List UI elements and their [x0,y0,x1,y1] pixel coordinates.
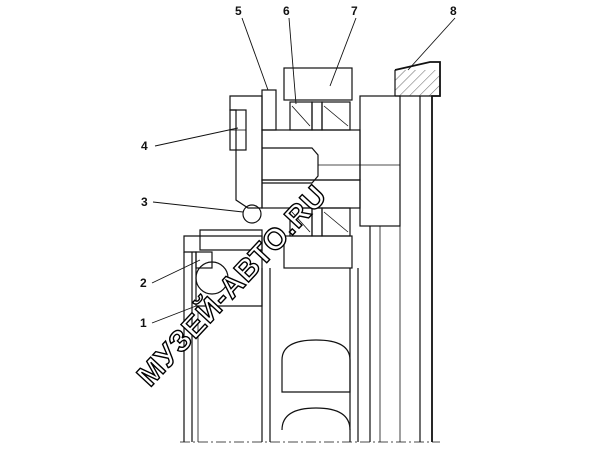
axle [261,129,400,209]
lower-bearing [283,207,353,269]
callout-7: 7 [351,4,358,18]
hub-flange [359,95,401,442]
wheel-web [261,268,359,442]
upper-bearing [283,67,353,131]
lower-housing [183,235,263,442]
callout-1: 1 [140,316,147,330]
callout-5: 5 [235,4,242,18]
callout-3: 3 [141,195,148,209]
callout-8: 8 [450,4,457,18]
leader-lines [151,17,456,324]
outer-rim [394,61,441,442]
callout-2: 2 [140,276,147,290]
callout-4: 4 [141,139,148,153]
end-cover [229,89,277,209]
callout-6: 6 [283,4,290,18]
